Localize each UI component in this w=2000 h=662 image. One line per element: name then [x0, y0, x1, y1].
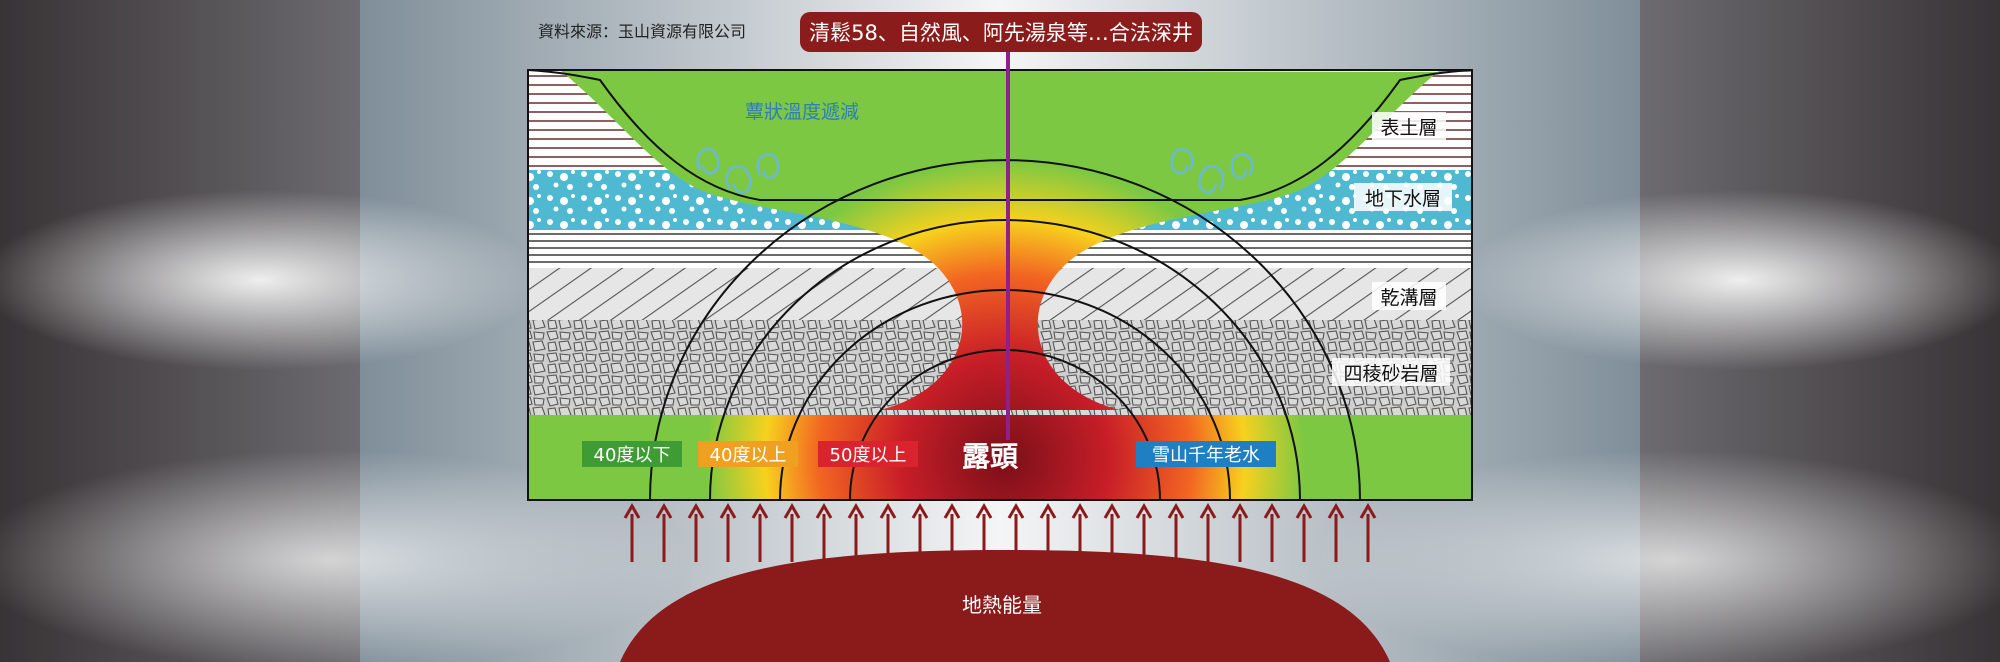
heat-arrow-head: [1199, 503, 1217, 519]
heat-arrow-head: [1039, 503, 1057, 519]
snow-water-badge: [1136, 441, 1276, 467]
zone-label-below-40: 40度以下: [594, 445, 671, 466]
swirl-marks: [696, 148, 1254, 194]
heat-arrow-head: [847, 503, 865, 519]
title: 清鬆58、自然風、阿先湯泉等…合法深井: [809, 21, 1193, 45]
heat-arrow-head: [1327, 503, 1345, 519]
heat-arrow-head: [1359, 503, 1377, 519]
heat-arrow-head: [1263, 503, 1281, 519]
layer-label-topsoil: 表土層: [1380, 117, 1437, 139]
bottom-heat-band: [528, 415, 1472, 500]
layer-label-groundwater: 地下水層: [1365, 188, 1441, 210]
heat-arrow-head: [815, 503, 833, 519]
heat-arrows: [623, 503, 1377, 562]
strata-section: [528, 70, 1472, 500]
heat-arrow-head: [623, 503, 641, 519]
heat-source-label: 地熱能量: [962, 593, 1042, 617]
heat-arrow-head: [879, 503, 897, 519]
heat-arrow-head: [719, 503, 737, 519]
heat-arrow-head: [1295, 503, 1313, 519]
outcrop-label: 露頭: [962, 440, 1019, 473]
zone-label-above-50: 50度以上: [830, 445, 907, 466]
heat-arrow-head: [1071, 503, 1089, 519]
heat-arrow-head: [751, 503, 769, 519]
snow-water-label: 雪山千年老水: [1152, 445, 1260, 466]
heat-arrow-head: [1007, 503, 1025, 519]
heat-source-dome: [620, 550, 1390, 662]
heat-arrow-head: [943, 503, 961, 519]
heat-arrow-head: [1231, 503, 1249, 519]
title-banner: [800, 12, 1202, 52]
layer-label-sandstone: 四稜砂岩層: [1343, 363, 1438, 385]
temperature-arcs: [649, 159, 1361, 500]
source-credit: 資料來源：玉山資源有限公司: [538, 22, 746, 41]
heat-arrow-head: [1135, 503, 1153, 519]
water-splash: [0, 190, 2000, 662]
layer-labels: 表土層 地下水層 乾溝層 四稜砂岩層: [1332, 112, 1452, 386]
diagram-border: [527, 69, 1473, 501]
ground-surface: [527, 69, 1473, 201]
temperature-zone-labels: 40度以下 40度以上 50度以上: [582, 441, 918, 467]
mushroom-annotation: 蕈狀溫度遞減: [745, 101, 859, 123]
heat-arrow-head: [911, 503, 929, 519]
heat-arrow-head: [783, 503, 801, 519]
layer-label-gully: 乾溝層: [1380, 287, 1437, 309]
heat-arrow-head: [687, 503, 705, 519]
heat-arrow-head: [1103, 503, 1121, 519]
heat-arrow-head: [655, 503, 673, 519]
zone-label-above-40: 40度以上: [710, 445, 787, 466]
heat-arrow-head: [1167, 503, 1185, 519]
heat-arrow-head: [975, 503, 993, 519]
